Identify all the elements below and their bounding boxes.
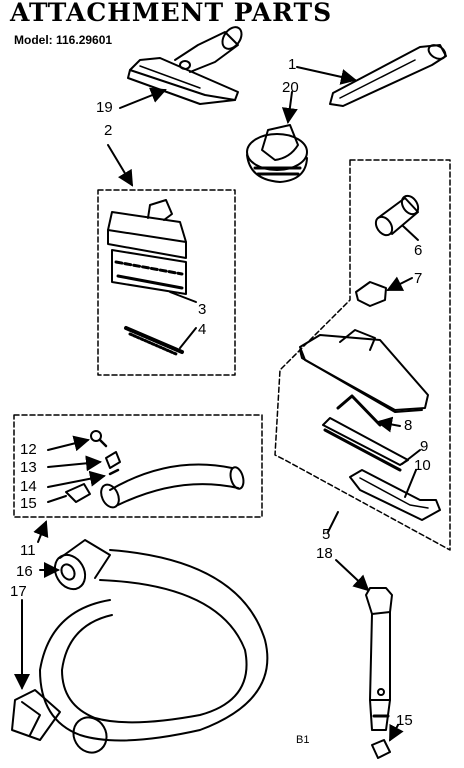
callout-15-left: 15: [20, 495, 37, 512]
part-20-dusting-brush: [246, 124, 308, 183]
callout-7: 7: [414, 270, 423, 287]
callout-12: 12: [20, 441, 37, 458]
part-2-floor-tool: [107, 199, 187, 295]
kit-2-outline: [97, 189, 236, 376]
callout-14: 14: [20, 478, 37, 495]
callout-18: 18: [316, 545, 333, 562]
callout-5: 5: [322, 526, 331, 543]
callout-17: 17: [10, 583, 27, 600]
part-6-coupling: [374, 194, 420, 237]
hose-cuff-section: [100, 463, 245, 509]
part-14-pin: [108, 468, 120, 476]
figure-code: B1: [296, 734, 310, 746]
callout-6: 6: [414, 242, 423, 259]
callout-13: 13: [20, 459, 37, 476]
kit-5-outline: [274, 159, 451, 551]
callout-19: 19: [96, 99, 113, 116]
page-title: ATTACHMENT PARTS: [10, 0, 333, 27]
part-11-hose: [11, 539, 269, 754]
callout-9: 9: [420, 438, 429, 455]
callout-10: 10: [414, 457, 431, 474]
callout-1: 1: [288, 56, 297, 73]
callout-11: 11: [20, 542, 36, 559]
part-13-tab: [105, 451, 121, 469]
part-7-clip: [355, 281, 387, 307]
part-10-frame: [349, 469, 441, 521]
callout-16: 16: [16, 563, 33, 580]
leader-3: [169, 291, 197, 303]
model-number: Model: 116.29601: [14, 33, 113, 47]
part-18-extension-wand: [365, 587, 393, 759]
kit-11-outline: [13, 414, 263, 518]
callout-8: 8: [404, 417, 413, 434]
callout-4: 4: [198, 321, 207, 338]
part-5-rug-tool: [299, 329, 429, 413]
part-19-upholstery-tool: [127, 26, 243, 105]
callout-3: 3: [198, 301, 207, 318]
callout-2: 2: [104, 122, 113, 139]
part-12-screw: [90, 430, 108, 448]
callout-15-right: 15: [396, 712, 413, 729]
part-1-crevice-tool: [329, 44, 447, 107]
callout-20: 20: [282, 79, 299, 96]
part-15-collar: [65, 483, 91, 503]
part-8-wire: [336, 394, 382, 427]
part-4-brush-strip: [124, 326, 184, 356]
